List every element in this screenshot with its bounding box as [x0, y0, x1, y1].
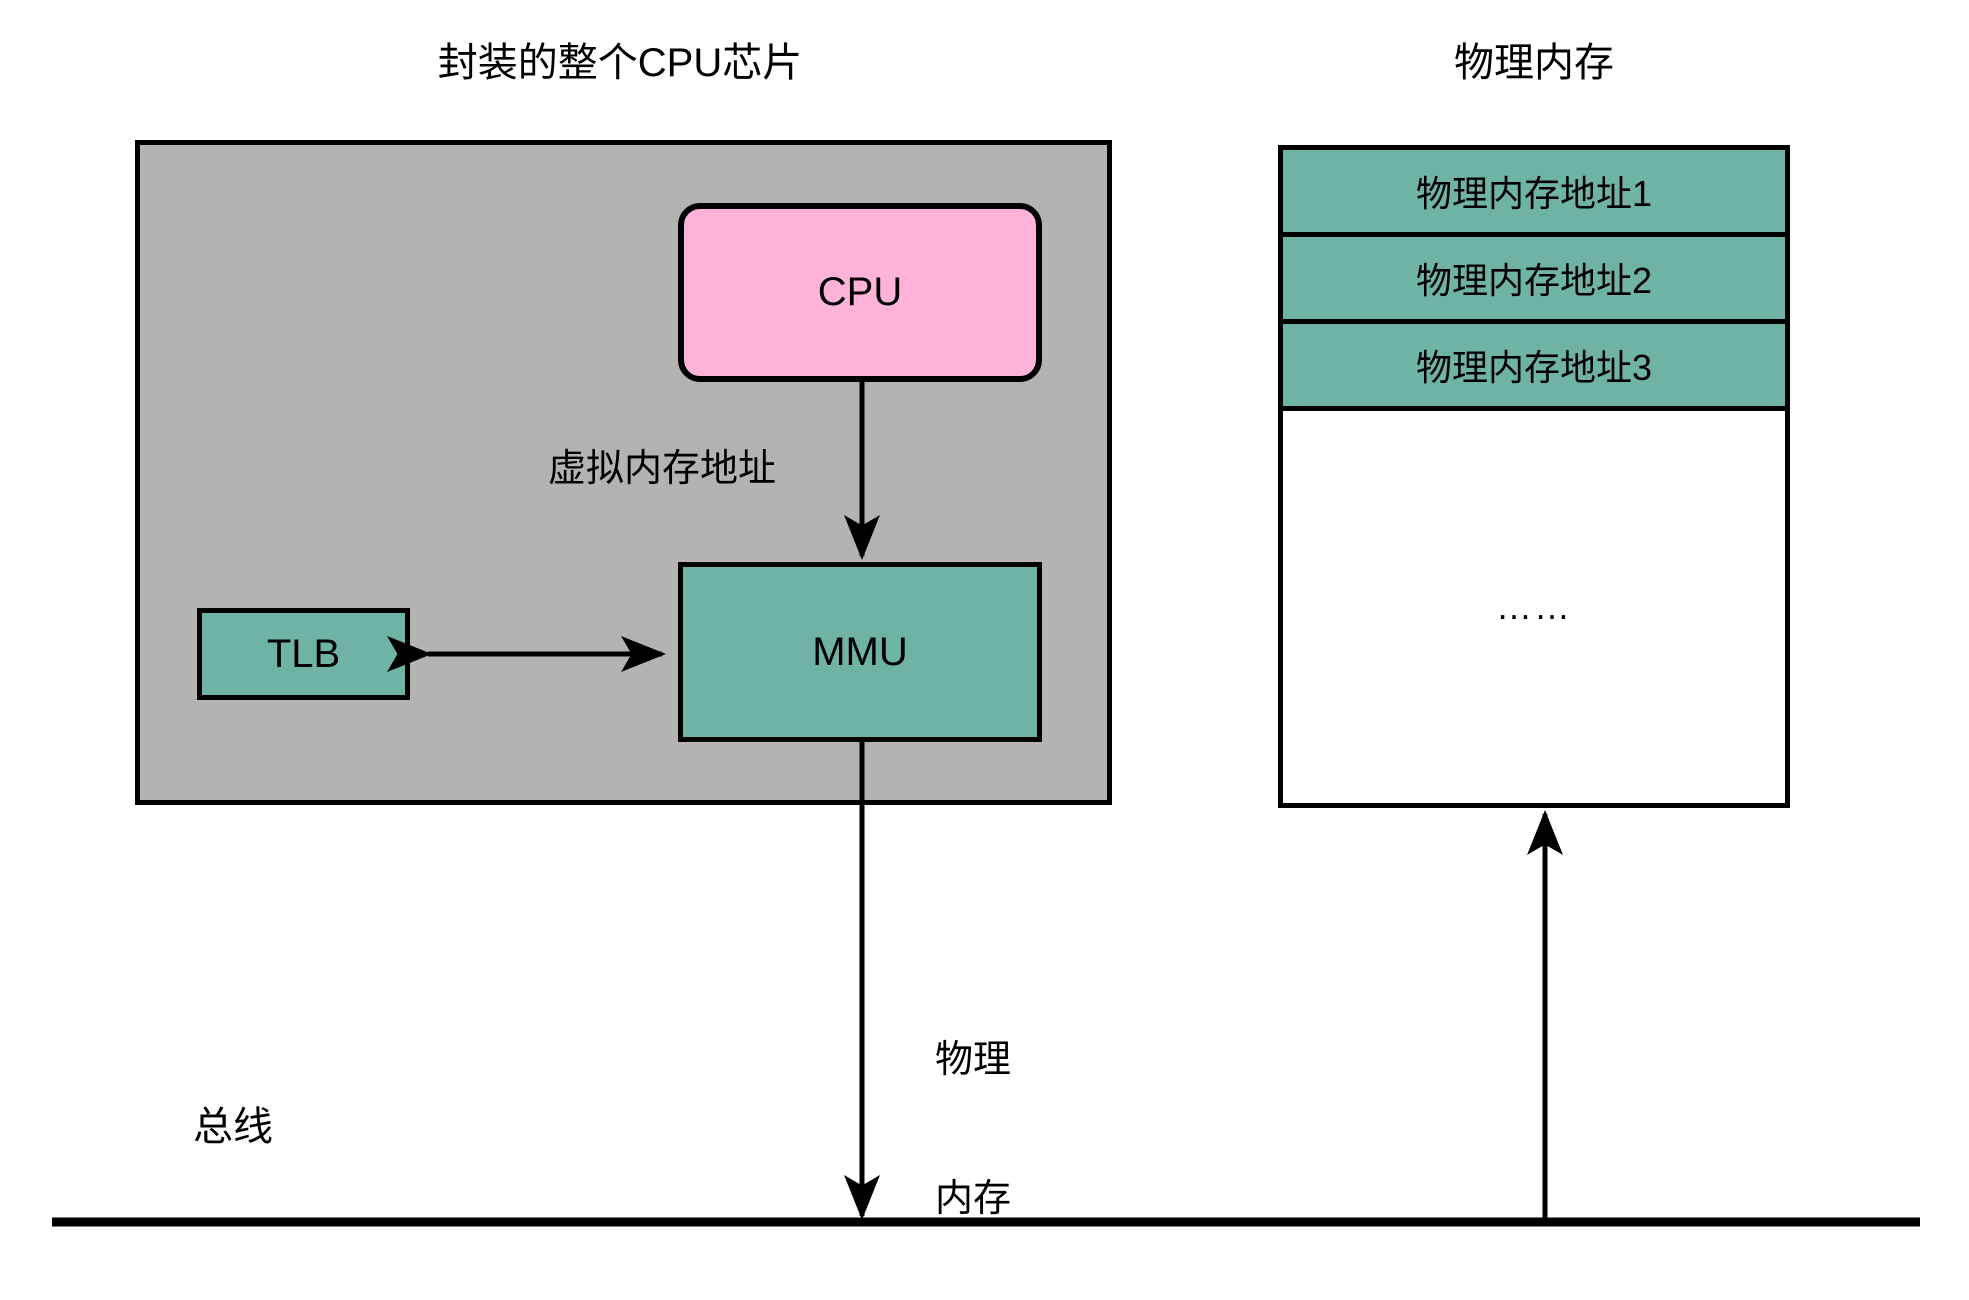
memory-ellipsis: ……	[1283, 411, 1785, 803]
physical-memory-title: 物理内存	[1454, 41, 1614, 85]
cpu-node[interactable]: CPU	[678, 203, 1042, 382]
tlb-node[interactable]: TLB	[197, 608, 410, 700]
memory-cell[interactable]: 物理内存地址2	[1283, 237, 1785, 324]
memory-ellipsis-label: ……	[1496, 586, 1572, 627]
mmu-node-label: MMU	[812, 629, 908, 674]
bus-label: 总线	[193, 1105, 273, 1149]
tlb-node-label: TLB	[266, 631, 341, 676]
physical-address-line-2: 内存	[935, 1177, 1012, 1220]
memory-cell[interactable]: 物理内存地址3	[1283, 324, 1785, 411]
physical-address-edge-label: 物理 内存 地址	[935, 944, 1011, 1300]
mmu-node[interactable]: MMU	[678, 562, 1042, 742]
memory-cell-label: 物理内存地址3	[1415, 347, 1653, 388]
cpu-node-label: CPU	[817, 270, 903, 314]
memory-cell-label: 物理内存地址2	[1415, 260, 1653, 301]
virtual-address-edge-label: 虚拟内存地址	[548, 448, 777, 490]
cpu-chip-title: 封装的整个CPU芯片	[437, 41, 803, 85]
physical-address-line-1: 物理	[935, 1038, 1012, 1081]
memory-cell-label: 物理内存地址1	[1415, 173, 1653, 214]
physical-memory-box: 物理内存地址1 物理内存地址2 物理内存地址3 ……	[1278, 145, 1790, 808]
memory-cell[interactable]: 物理内存地址1	[1283, 150, 1785, 237]
